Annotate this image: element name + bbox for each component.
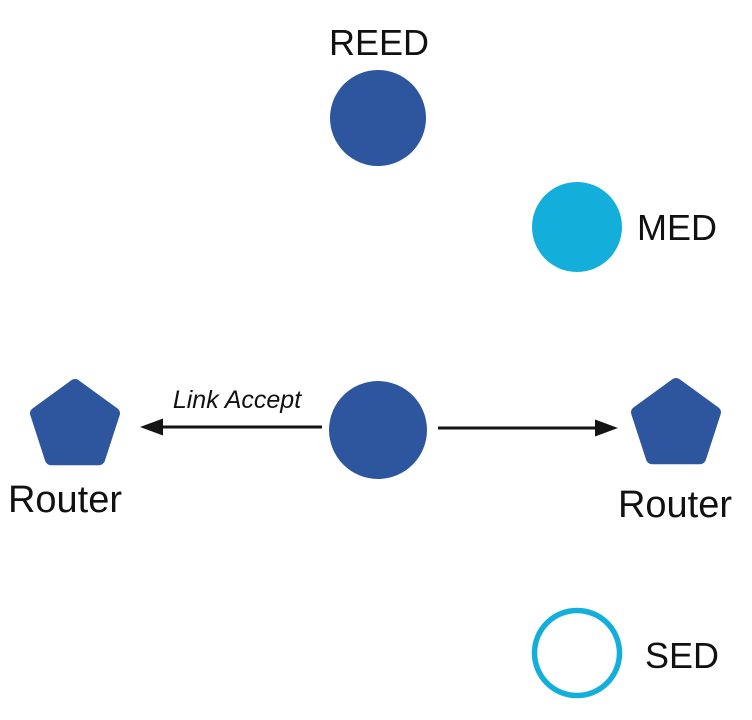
parent-node-circle (329, 381, 427, 479)
edge-label-link-accept: Link Accept (173, 386, 302, 414)
sed-node-circle (531, 607, 623, 699)
left-arrowhead-icon (140, 418, 163, 436)
med-node-label: MED (637, 207, 717, 248)
reed-node-circle (330, 70, 426, 166)
sed-node-label: SED (645, 635, 719, 676)
router-left-label: Router (8, 479, 122, 521)
right-arrowhead-icon (595, 419, 618, 437)
router-right-pentagon (631, 378, 721, 465)
router-left-pentagon (30, 379, 120, 466)
med-node-circle (532, 182, 622, 272)
router-right-label: Router (618, 484, 732, 526)
reed-node-label: REED (329, 22, 429, 63)
